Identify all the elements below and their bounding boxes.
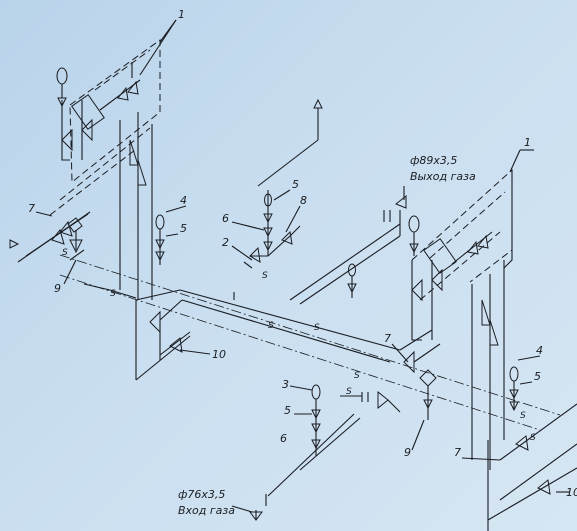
gauge-assembly-left [155, 205, 187, 265]
callout-5-bottom-label: 5 [284, 404, 291, 417]
callout-9-left-label: 9 [54, 282, 61, 295]
callout-9-left: 9 [54, 259, 77, 295]
slope-mark-9: S [530, 433, 536, 443]
slope-mark-3: S [268, 321, 274, 331]
callout-7-left-label: 7 [28, 202, 35, 215]
right-regulator-unit [399, 168, 513, 470]
callout-1-top: 1 [139, 8, 185, 76]
outlet-size: ф89х3,5 [410, 154, 457, 167]
callout-7-left: 7 [28, 202, 53, 217]
callout-3-bottom-label: 3 [282, 378, 289, 391]
upper-left-regulator-unit [49, 39, 161, 300]
callout-1-top-label: 1 [178, 8, 185, 21]
middle-gauge-group [243, 190, 301, 269]
callout-7-center-label: 7 [384, 332, 391, 345]
vent-riser [257, 98, 323, 187]
callout-2-mid-label: 2 [222, 236, 229, 249]
callout-10-left-label: 10 [212, 348, 226, 361]
main-header-pipe: S S S [59, 194, 561, 431]
callout-1-right-label: 1 [524, 136, 531, 149]
slope-mark-5: S [262, 271, 268, 281]
callout-6-bottom-label: 6 [280, 432, 287, 445]
outlet-annotation: ф89х3,5 Выход газа [403, 154, 476, 200]
callout-4-left-label: 4 [180, 194, 187, 207]
bottom-inlet-pipe: S [249, 384, 401, 521]
slope-mark-8: S [520, 411, 526, 421]
callout-7-right-label: 7 [454, 446, 461, 459]
left-lower-valve [149, 310, 211, 360]
inlet-size: ф76х3,5 [178, 488, 225, 501]
slope-mark-1: S [62, 248, 68, 258]
slope-mark-4: S [314, 323, 320, 333]
callout-6-mid-label: 6 [222, 212, 229, 225]
callout-5-left-label: 5 [180, 222, 187, 235]
left-inlet-branch: S S [9, 211, 137, 299]
callout-10-right-label: 10 [566, 486, 577, 499]
lower-right-branch: S S [487, 403, 577, 531]
callout-1-right: 1 [509, 136, 534, 173]
callout-4-right-label: 4 [536, 344, 543, 357]
inlet-label: Вход газа [178, 504, 235, 517]
slope-mark-7: S [354, 371, 360, 381]
callout-9-center-label: 9 [404, 446, 411, 459]
gauge-assembly-right [509, 355, 541, 412]
inlet-annotation: ф76х3,5 Вход газа [178, 488, 253, 517]
callout-8-mid-label: 8 [300, 194, 307, 207]
outlet-label: Выход газа [410, 170, 476, 183]
callout-5-right-label: 5 [534, 370, 541, 383]
callout-5-mid-label: 5 [292, 178, 299, 191]
slope-mark-2: S [110, 289, 116, 299]
slope-mark-6: S [346, 387, 352, 397]
